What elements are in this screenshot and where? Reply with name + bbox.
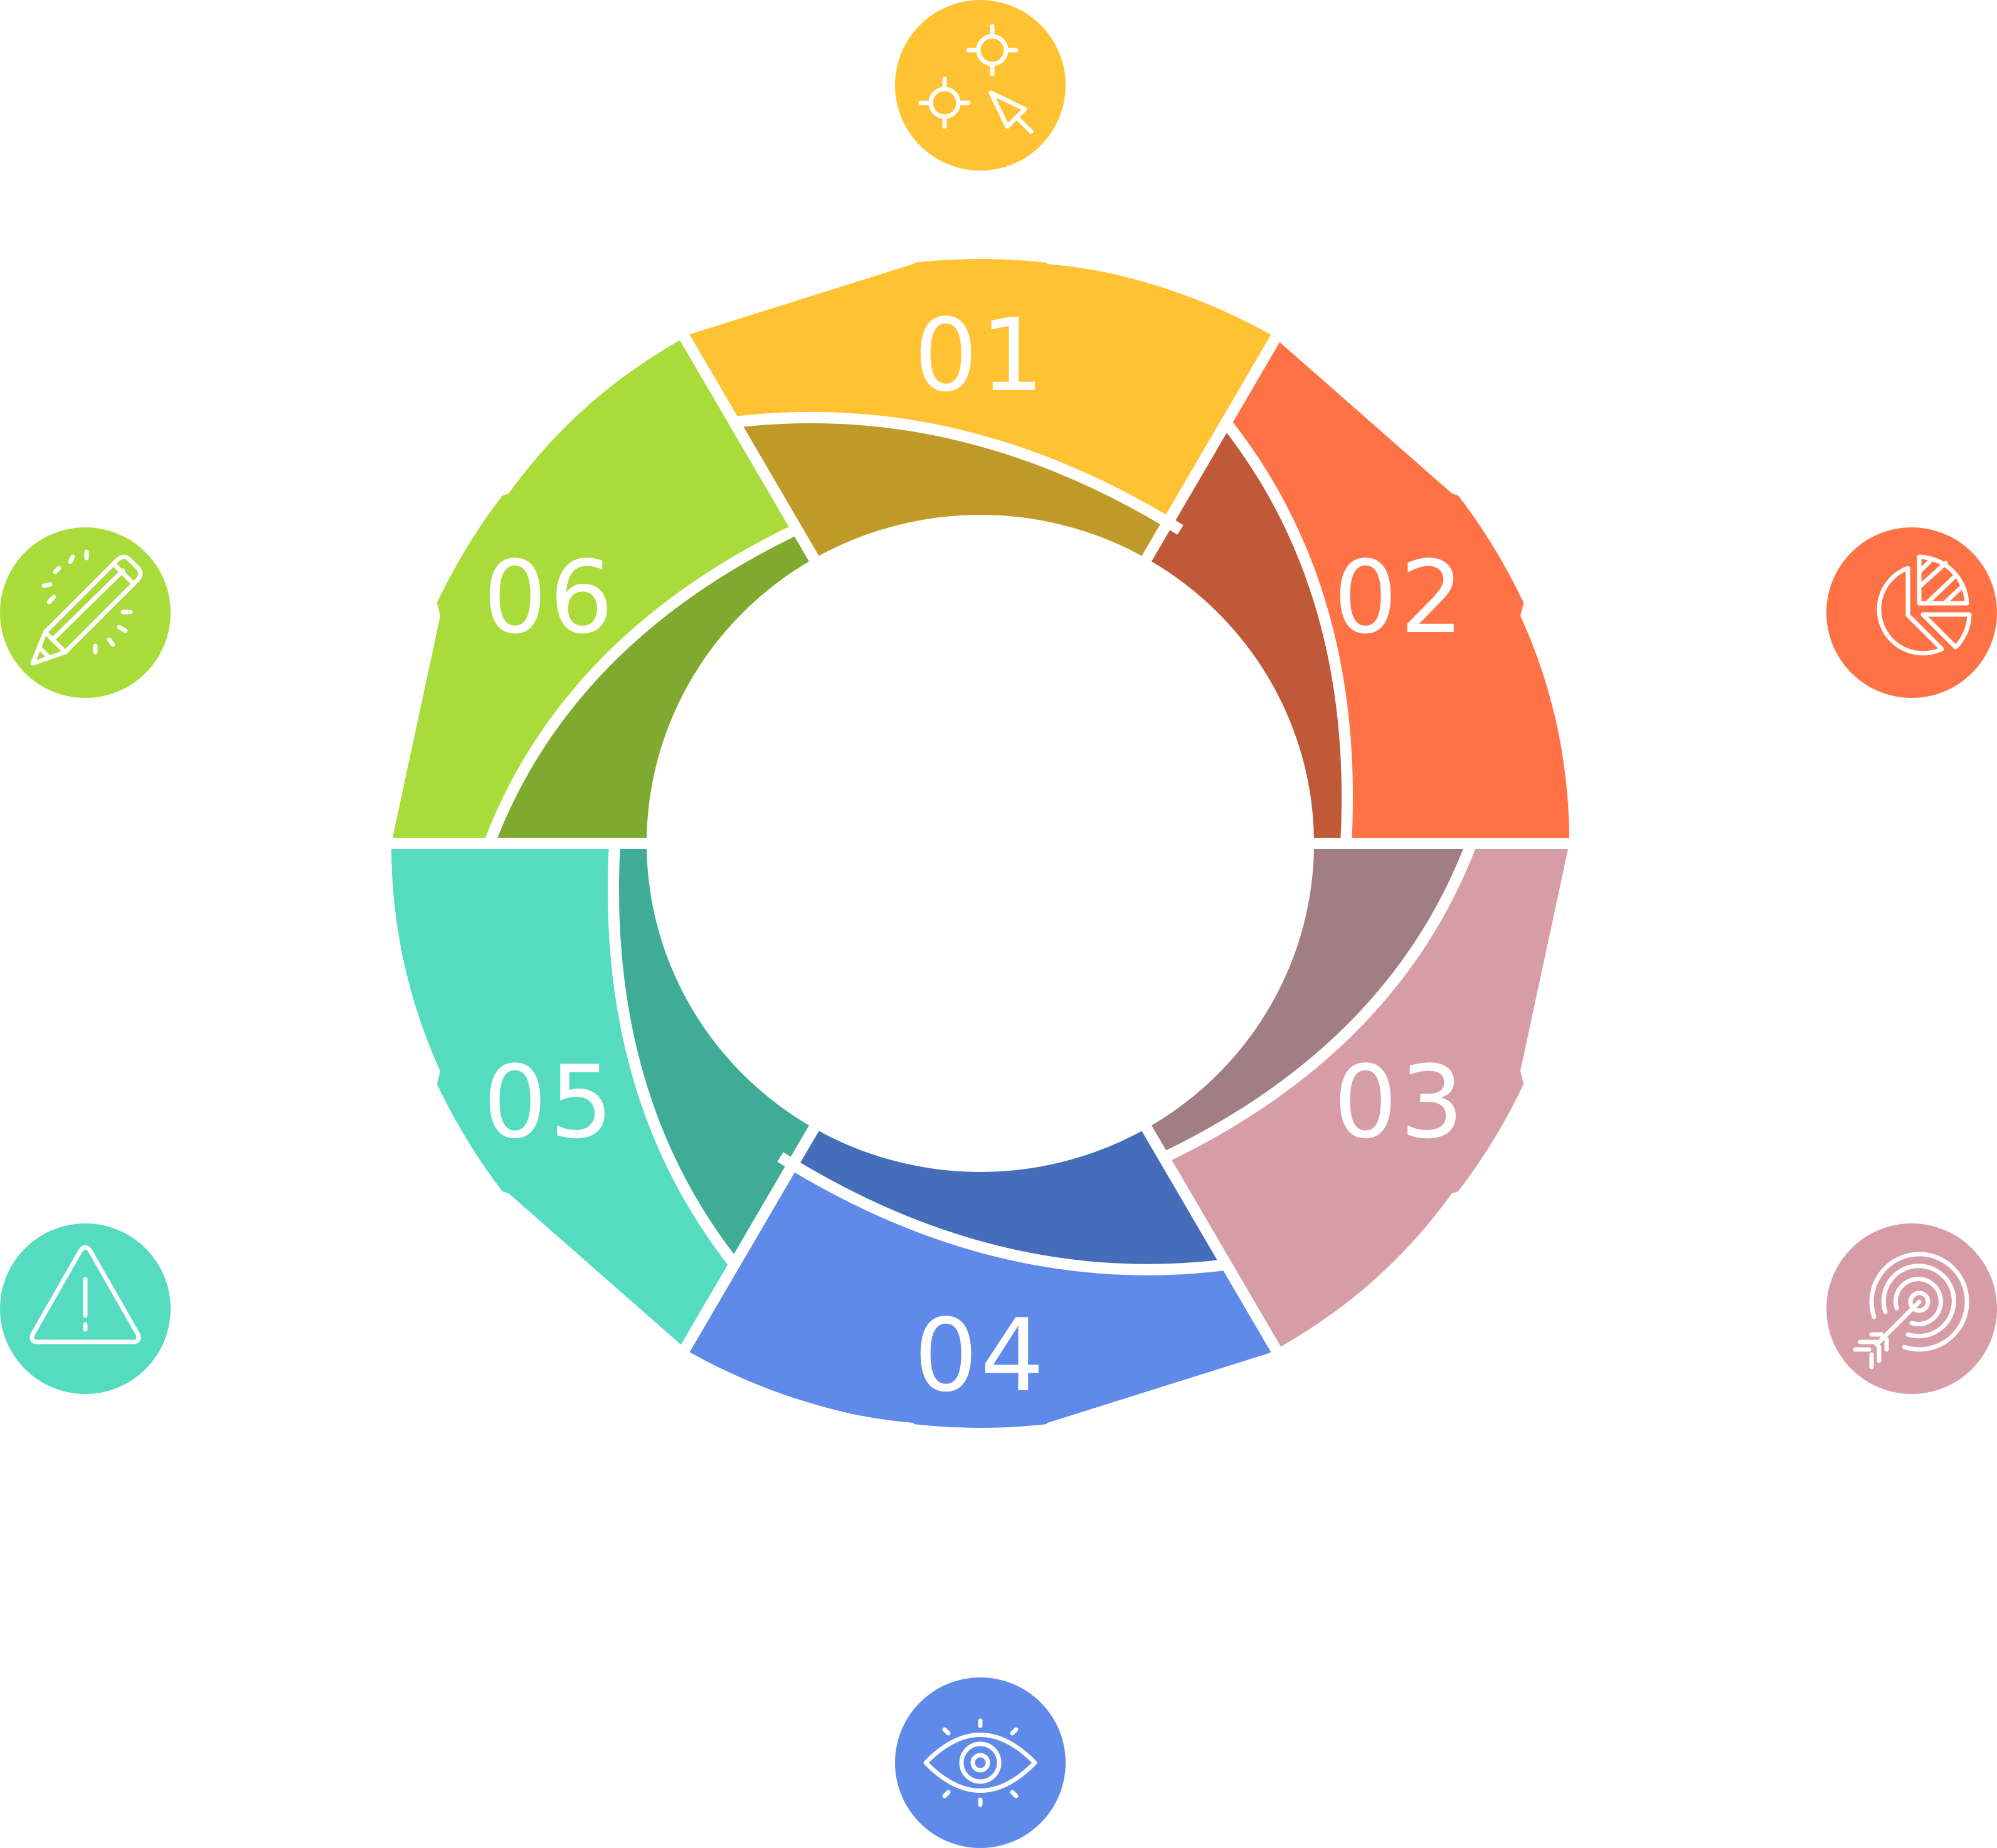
segment-01-number: 01 [914,297,1047,414]
targets-cursor-icon [918,24,1034,134]
segment-06-number: 06 [483,539,616,656]
eye-icon [923,1718,1037,1807]
warning-icon [29,1245,141,1344]
pie-chart-icon [1877,554,1972,656]
segment-05-number: 05 [483,1043,616,1161]
target-arrow-icon [1853,1252,1969,1370]
pencil-icon [30,549,143,666]
icon-circle-02 [1826,527,1997,698]
segment-04-number: 04 [914,1297,1047,1414]
segment-03-number: 03 [1333,1043,1466,1161]
segment-02-number: 02 [1333,539,1466,656]
icon-circle-01 [895,0,1066,171]
icon-circle-06 [0,527,171,698]
icon-circle-04 [895,1677,1066,1848]
